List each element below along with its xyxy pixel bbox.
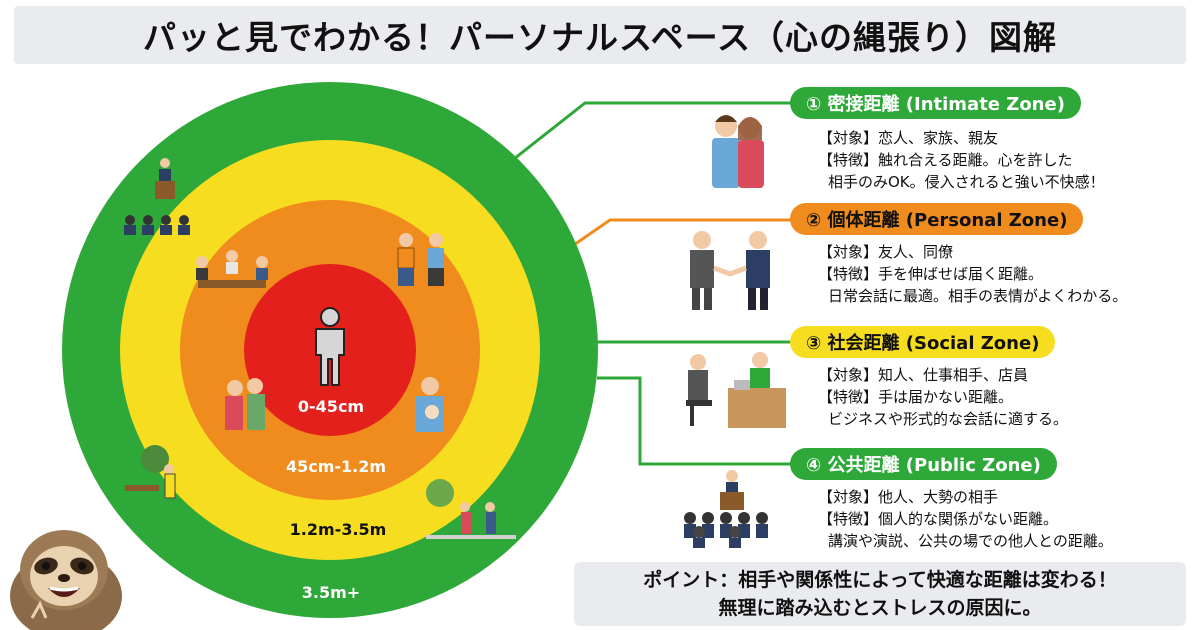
title-bar: パッと見でわかる！パーソナルスペース（心の縄張り）図解: [14, 6, 1186, 64]
point-line-1: ポイント：相手や関係性によって快適な距離は変わる！: [643, 569, 1117, 591]
couple-hugging-icon: [225, 378, 265, 430]
people-walking-icon: [426, 479, 516, 539]
social-distance-label: 1.2m-3.5m: [289, 520, 387, 539]
zone-text-line: 【対象】恋人、家族、親友: [818, 129, 999, 147]
public-distance-label: 3.5m+: [301, 583, 361, 602]
zone-text-line: 【特徴】個人的な関係がない距離。: [818, 510, 1059, 528]
zone-text-line: ビジネスや形式的な会話に適する。: [828, 410, 1069, 428]
friends-talking-icon: [397, 233, 444, 286]
meeting-table-icon: [196, 250, 268, 288]
point-callout: ポイント：相手や関係性によって快適な距離は変わる！ 無理に踏み込むとストレスの原…: [574, 562, 1186, 626]
zone-text-line: 【対象】友人、同僚: [818, 243, 954, 261]
zone-heading-social: ③ 社会距離 (Social Zone): [790, 326, 1056, 358]
zone-text-line: 相手のみOK。侵入されると強い不快感！: [828, 173, 1105, 191]
zone-text-social: 【対象】知人、仕事相手、店員 【特徴】手は届かない距離。 ビジネスや形式的な会話…: [818, 364, 1068, 430]
handshake-illustration: [690, 231, 770, 310]
zone-text-line: 【対象】知人、仕事相手、店員: [818, 366, 1029, 384]
mother-baby-icon: [416, 377, 444, 432]
personal-distance-label: 45cm-1.2m: [285, 457, 387, 476]
audience-icon: [124, 215, 190, 235]
zone-heading-personal: ② 個体距離 (Personal Zone): [790, 203, 1084, 235]
point-line-2: 無理に踏み込むとストレスの原因に。: [718, 597, 1042, 619]
zone-heading-intimate: ① 密接距離 (Intimate Zone): [790, 87, 1081, 119]
park-bench-icon: [125, 445, 176, 499]
intimate-distance-label: 0-45cm: [297, 397, 365, 416]
zone-heading-public: ④ 公共距離 (Public Zone): [790, 448, 1057, 480]
zone-text-line: 【特徴】手は届かない距離。: [818, 388, 1014, 406]
sloth-mascot-icon: [10, 530, 122, 630]
zone-text-line: 【対象】他人、大勢の相手: [818, 488, 999, 506]
zone-text-line: 講演や演説、公共の場での他人との距離。: [828, 532, 1113, 550]
zone-text-public: 【対象】他人、大勢の相手 【特徴】個人的な関係がない距離。 講演や演説、公共の場…: [818, 486, 1113, 552]
page-title: パッと見でわかる！パーソナルスペース（心の縄張り）図解: [142, 18, 1058, 57]
zone-text-line: 【特徴】触れ合える距離。心を許した: [818, 151, 1073, 169]
zone-text-line: 日常会話に最適。相手の表情がよくわかる。: [828, 287, 1128, 305]
shop-counter-illustration: [686, 352, 786, 428]
zone-text-line: 【特徴】手を伸ばせば届く距離。: [818, 265, 1044, 283]
speaker-podium-icon: [155, 158, 175, 199]
zone-text-personal: 【対象】友人、同僚 【特徴】手を伸ばせば届く距離。 日常会話に最適。相手の表情が…: [818, 241, 1127, 307]
intimate-couple-illustration: [712, 115, 764, 188]
zone-text-intimate: 【対象】恋人、家族、親友 【特徴】触れ合える距離。心を許した 相手のみOK。侵入…: [818, 127, 1105, 193]
lecture-audience-illustration: [684, 470, 768, 548]
person-icon: [315, 307, 345, 386]
